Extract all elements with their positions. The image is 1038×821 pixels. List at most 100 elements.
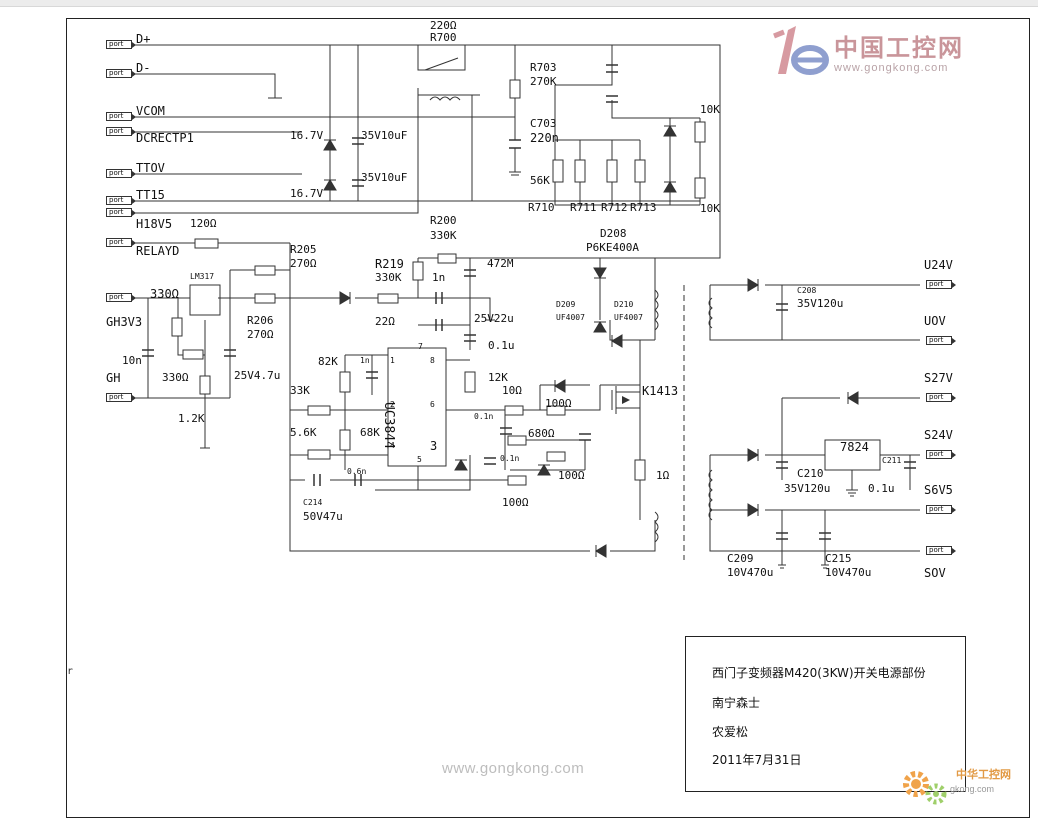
port-label-s6v5: S6V5 [924,483,953,497]
logo-url-text: www.gongkong.com [834,62,949,74]
r206-value: 270Ω [247,328,274,341]
d208-value: P6KE400A [586,241,639,254]
port-label-dcrectp1: DCRECTP1 [136,131,194,145]
port-flag: port [926,505,956,514]
c208-ref: C208 [797,286,817,295]
r-120: 120Ω [190,217,217,230]
gongkong-logo: 中国工控网 www.gongkong.com [766,22,1006,82]
d208-ref: D208 [600,227,627,240]
c215-value: 10V470u [825,566,872,579]
r-22: 22Ω [375,315,395,328]
r-10ohm: 10Ω [502,384,522,397]
ic-pin-4: 4 [390,441,395,450]
cap-0n1-b: 0.1n [500,454,520,463]
r-330-low: 330Ω [162,371,189,384]
port-flag: port [106,40,136,49]
port-flag: port [926,336,956,345]
r-1ohm: 1Ω [656,469,670,482]
title-line-4: 2011年7月31日 [712,753,802,767]
gkong-url-text: gkong.com [950,784,995,794]
r710-ref: R710 [528,201,555,214]
c703-value: 220n [530,131,559,145]
gear-icon [903,771,947,805]
port-label-s24v: S24V [924,428,953,442]
port-label-gh: GH [106,371,121,385]
port-label-vcom: VCOM [136,104,165,118]
watermark-text: www.gongkong.com [442,760,585,777]
port-label-u24v: U24V [924,258,953,272]
r700-ref: R700 [430,31,457,44]
r-82k: 82K [318,355,338,368]
c210-value: 35V120u [784,482,831,495]
title-line-2: 南宁森士 [712,696,761,710]
cap-35v10uf-a: 35V10uF [361,129,408,142]
r-330-left: 330Ω [150,287,179,301]
port-label-relayd: RELAYD [136,244,180,258]
c209-value: 10V470u [727,566,774,579]
c211-ref: C211 [882,456,902,465]
r-680: 680Ω [528,427,555,440]
port-flag: port [106,208,136,217]
ic-pin-2: 2 [390,400,395,409]
port-flag: port [926,450,956,459]
port-label-ttov: TTOV [136,161,165,175]
zener-16v7-a: 16.7V [290,129,324,142]
port-flag: port [926,280,956,289]
d209-value: UF4007 [556,313,585,322]
port-flag: port [106,393,136,402]
r711-ref: R711 [570,201,597,214]
r-68k: 68K [360,426,380,439]
r703-ref: R703 [530,61,557,74]
d210-ref: D210 [614,300,634,309]
c209-ref: C209 [727,552,754,565]
port-label-sov: SOV [924,566,946,580]
top-bar [0,0,1038,7]
port-label-d-plus: D+ [136,32,151,46]
r712-ref: R712 [601,201,628,214]
ic-pin-1: 1 [390,356,395,365]
port-flag: port [106,238,136,247]
cap-1n-a: 1n [432,271,446,284]
port-label-gh3v3: GH3V3 [106,315,143,329]
r205-value: 270Ω [290,257,317,270]
lm317-label: LM317 [190,272,215,281]
port-flag: port [106,69,136,78]
c215-ref: C215 [825,552,852,565]
c214-ref: C214 [303,498,323,507]
r-100-c: 100Ω [502,496,529,509]
r700-value: 220Ω [430,19,457,32]
port-label-s27v: S27V [924,371,953,385]
ic-pin-6: 6 [430,400,435,409]
port-flag: port [106,169,136,178]
r219-ref: R219 [375,257,404,271]
zener-16v7-b: 16.7V [290,187,324,200]
cap-472m: 472M [487,257,514,270]
port-flag: port [106,293,136,302]
schematic-frame [66,18,1030,818]
port-label-d-minus: D- [136,61,151,75]
cap-1n-b: 1n [360,356,370,365]
r-12k: 12K [488,371,508,384]
cap-25v22u: 25V22u [474,312,514,325]
gkong-logo: 中华工控网 gkong.com [898,762,1028,812]
regulator-7824: 7824 [840,440,869,454]
r206-ref: R206 [247,314,274,327]
r200-ref: R200 [430,214,457,227]
gkong-chinese-text: 中华工控网 [956,768,1011,781]
r-56k: 56K [530,174,550,187]
port-flag: port [926,546,956,555]
r-1k2: 1.2K [178,412,205,425]
cap-0n6: 0.6n [347,467,367,476]
c703-ref: C703 [530,117,557,130]
c214-value: 50V47u [303,510,343,523]
d209-ref: D209 [556,300,576,309]
port-flag: port [106,112,136,121]
logo-chinese-text: 中国工控网 [834,34,964,62]
title-line-3: 农爱松 [712,725,749,739]
port-label-uov: UOV [924,314,946,328]
r219-value: 330K [375,271,402,284]
port-label-h18v5: H18V5 [136,217,173,231]
r-10k-top: 10K [700,103,720,116]
ic-pin-5: 5 [417,455,422,464]
edge-marker: r [67,666,74,677]
